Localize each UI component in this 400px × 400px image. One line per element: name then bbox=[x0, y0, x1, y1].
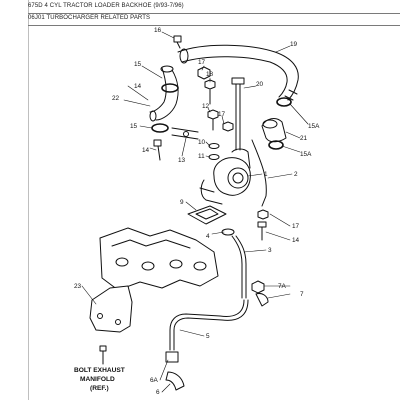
oil-line-part-2 bbox=[251, 139, 267, 207]
heat-shield-part-23 bbox=[89, 285, 133, 333]
header-model: 675D 4 CYL TRACTOR LOADER BACKHOE (9/93-… bbox=[28, 3, 184, 9]
callout-4: 4 bbox=[206, 233, 210, 240]
oil-line-part-5 bbox=[169, 299, 249, 351]
header-divider-bottom bbox=[28, 25, 400, 26]
callout-7A: 7A bbox=[278, 283, 287, 290]
callout-13: 13 bbox=[178, 157, 186, 164]
callout-18: 18 bbox=[206, 71, 214, 78]
callout-17-top: 17 bbox=[198, 59, 206, 66]
connector-part-21 bbox=[261, 118, 287, 143]
hose-part-22 bbox=[149, 65, 179, 122]
callout-1: 1 bbox=[264, 171, 268, 178]
reference-note: BOLT EXHAUST MANIFOLD (REF.) bbox=[74, 367, 125, 392]
fitting-part-7 bbox=[255, 293, 269, 307]
callout-15A-lower: 15A bbox=[300, 151, 312, 158]
bolt-part-16 bbox=[173, 35, 182, 49]
callout-10: 10 bbox=[198, 139, 206, 146]
gasket-part-9 bbox=[187, 205, 227, 225]
clamp-part-15-upper bbox=[161, 83, 179, 93]
callout-12: 12 bbox=[202, 103, 210, 110]
callout-16: 16 bbox=[154, 27, 162, 34]
stud-part-20 bbox=[231, 77, 245, 151]
callout-5: 5 bbox=[206, 333, 210, 340]
clamp-part-15A-upper bbox=[276, 97, 292, 107]
fitting-part-18 bbox=[204, 79, 216, 105]
fitting-part-17-top bbox=[197, 66, 211, 80]
callout-15-lower: 15 bbox=[130, 123, 138, 130]
exhaust-manifold bbox=[99, 227, 219, 291]
header-divider bbox=[28, 13, 400, 14]
callout-21: 21 bbox=[300, 135, 308, 142]
note-line-3: (REF.) bbox=[90, 385, 109, 392]
nut-part-17-mid bbox=[222, 121, 234, 132]
callout-19: 19 bbox=[290, 41, 298, 48]
fitting-part-4 bbox=[221, 228, 235, 236]
callout-3: 3 bbox=[268, 247, 272, 254]
bolt-part-14-lower bbox=[257, 221, 267, 241]
callout-14-upper: 14 bbox=[134, 83, 142, 90]
note-line-1: BOLT EXHAUST bbox=[74, 367, 125, 374]
turbocharger-part-1 bbox=[199, 148, 251, 205]
callout-15-upper: 15 bbox=[134, 61, 142, 68]
callout-2: 2 bbox=[294, 171, 298, 178]
callout-labels: 16 19 15 17 18 20 14 22 12 15 17 15A 21 … bbox=[74, 27, 320, 396]
callout-20: 20 bbox=[256, 81, 264, 88]
drain-tube-part-3 bbox=[231, 235, 247, 299]
fitting-part-17-lower bbox=[257, 209, 269, 220]
note-line-2: MANIFOLD bbox=[80, 376, 115, 383]
clamp-part-15-lower bbox=[151, 123, 169, 133]
washer-part-11 bbox=[208, 154, 220, 160]
callout-6: 6 bbox=[156, 389, 160, 396]
washer-part-10 bbox=[208, 143, 220, 149]
bracket-part-13 bbox=[171, 127, 199, 140]
callout-6A: 6A bbox=[150, 377, 159, 384]
callout-9: 9 bbox=[180, 199, 184, 206]
fitting-part-6A bbox=[165, 351, 179, 363]
callout-17-mid: 17 bbox=[218, 111, 226, 118]
callout-22: 22 bbox=[112, 95, 120, 102]
bolt-part-14-left bbox=[153, 139, 162, 161]
manifold-bolt bbox=[99, 345, 107, 365]
clamp-part-15A-lower bbox=[268, 140, 284, 150]
fitting-part-12 bbox=[207, 109, 219, 131]
leader-lines bbox=[81, 31, 309, 393]
callout-11: 11 bbox=[198, 153, 205, 160]
callout-23: 23 bbox=[74, 283, 82, 290]
elbow-fitting-part-6 bbox=[165, 371, 185, 391]
air-tube-part-19 bbox=[177, 44, 299, 101]
fitting-part-7A bbox=[251, 280, 265, 294]
callout-17-lower: 17 bbox=[292, 223, 300, 230]
callout-7: 7 bbox=[300, 291, 304, 298]
callout-14-lower: 14 bbox=[292, 237, 300, 244]
callout-14-left: 14 bbox=[142, 147, 150, 154]
diagram-frame bbox=[28, 0, 400, 400]
callout-15A-upper: 15A bbox=[308, 123, 320, 130]
header-section: 06J01 TURBOCHARGER RELATED PARTS bbox=[28, 15, 151, 21]
